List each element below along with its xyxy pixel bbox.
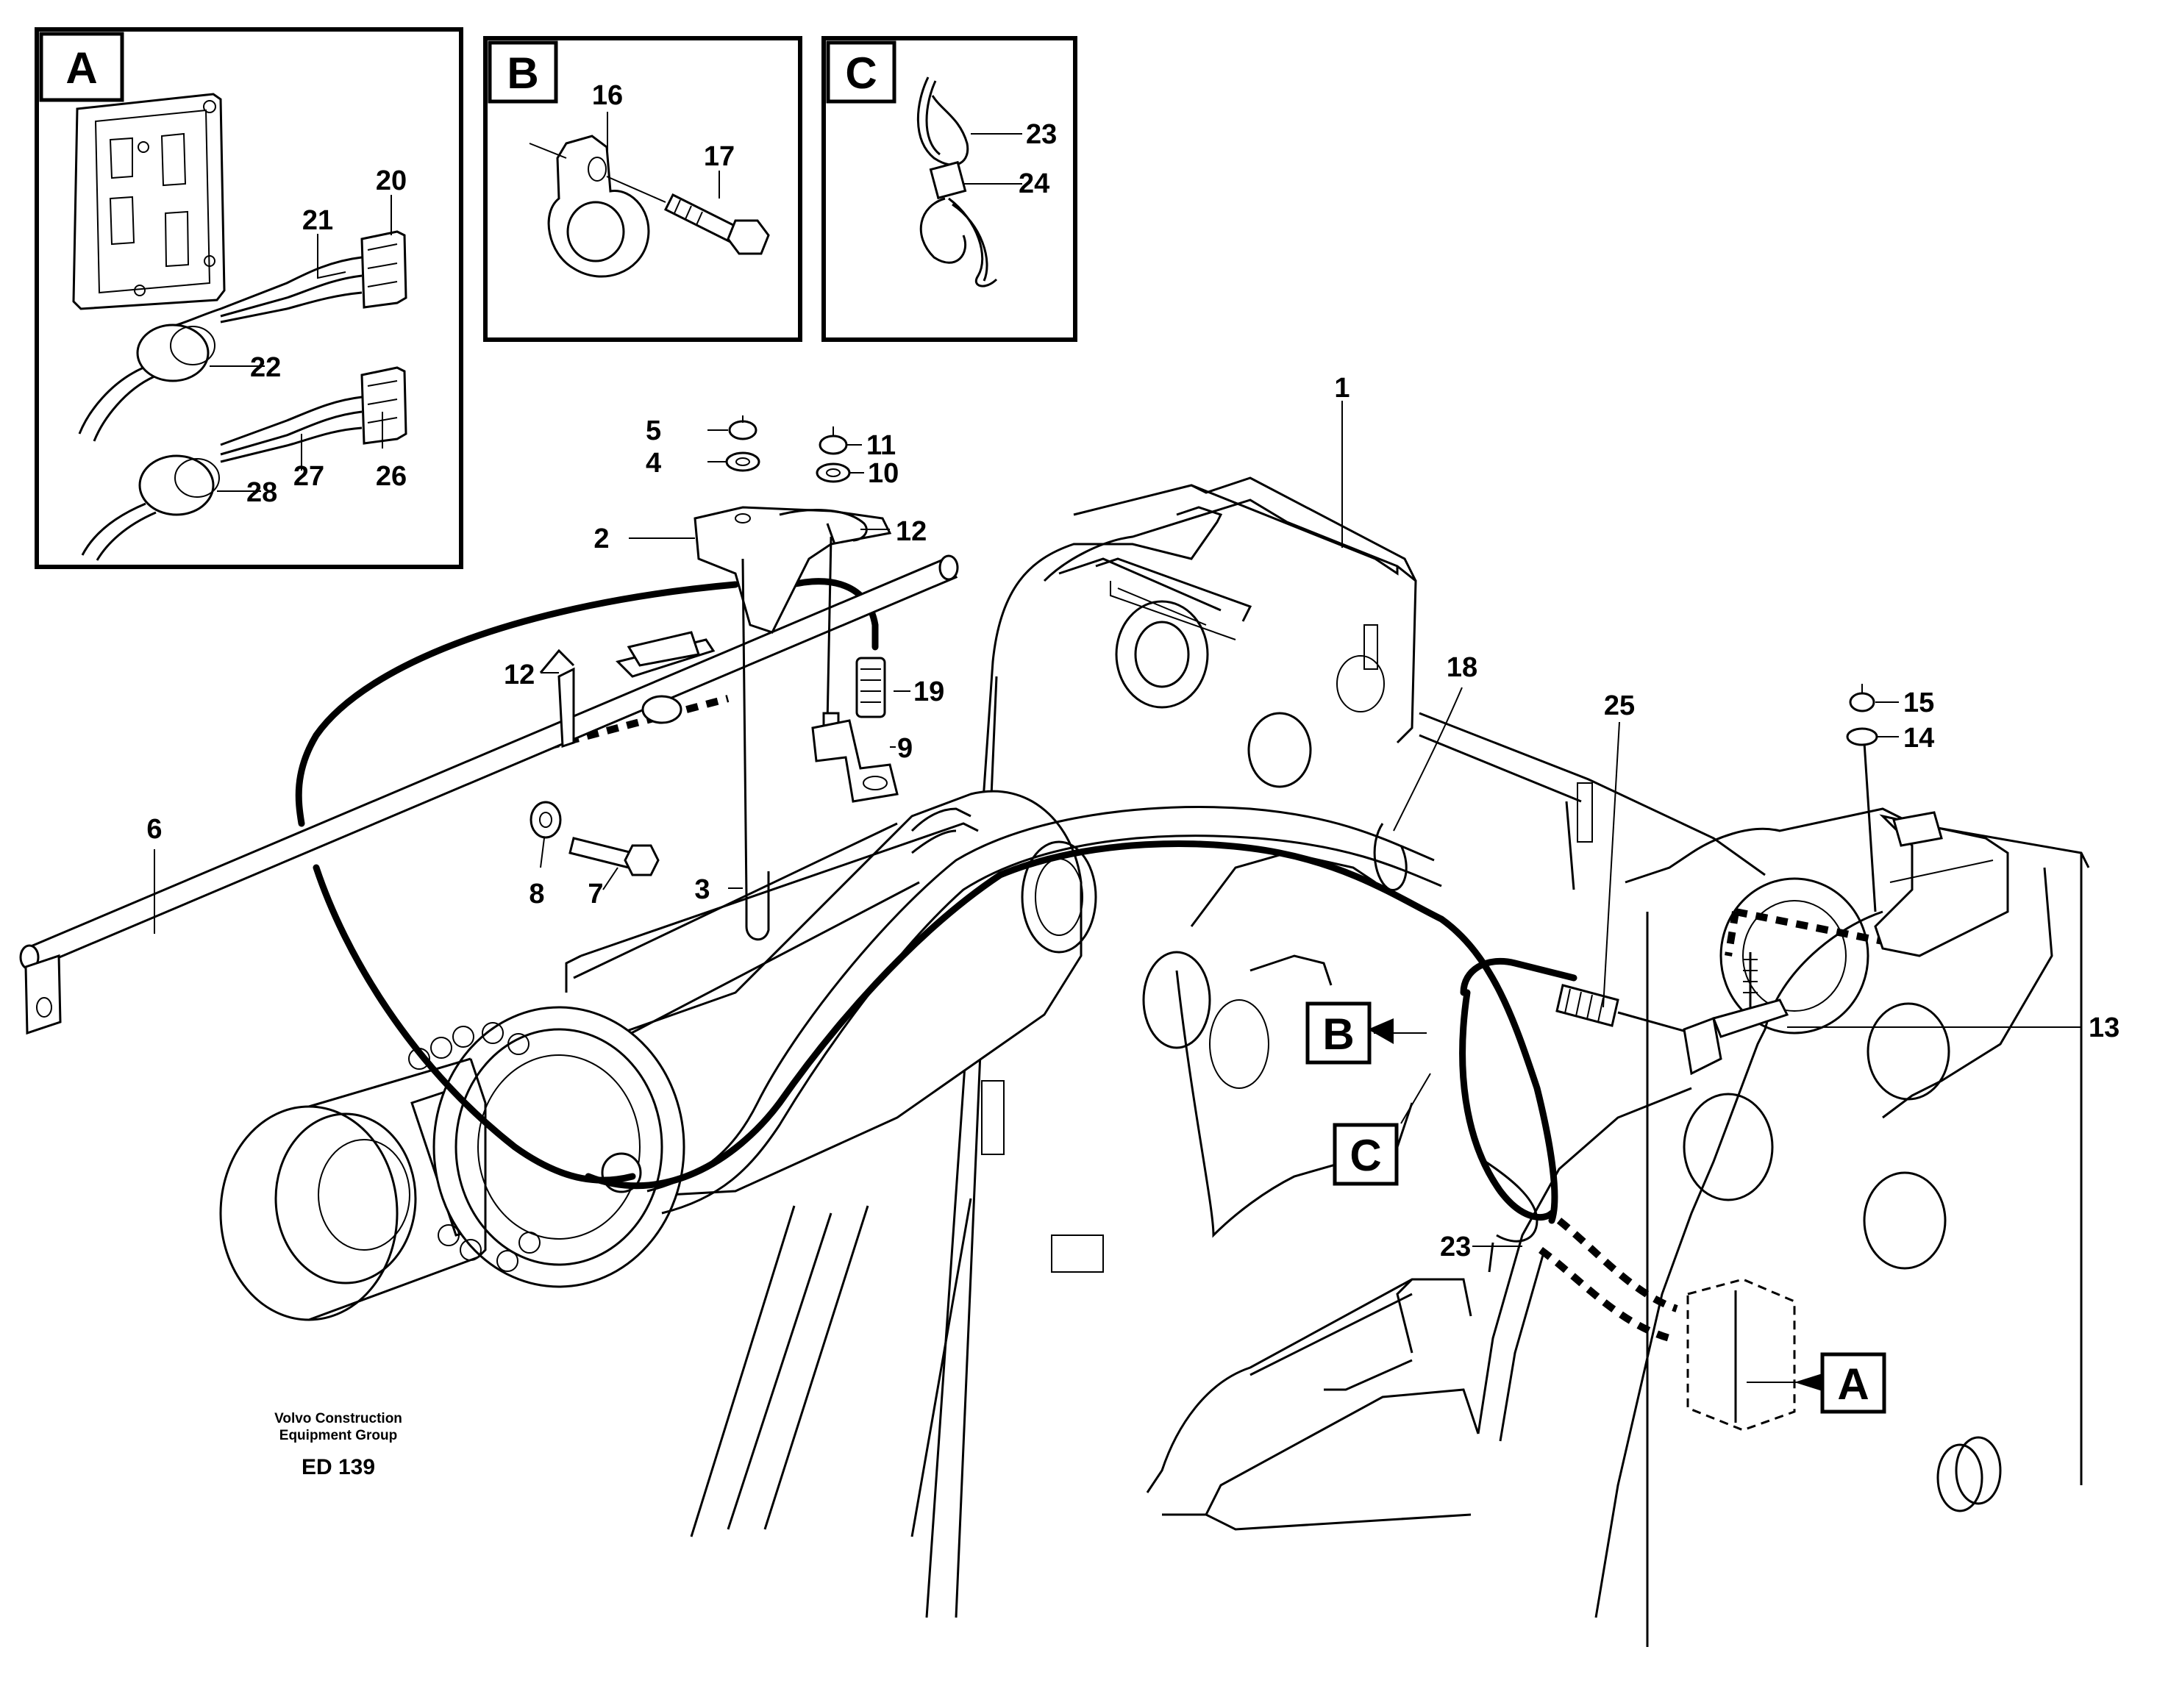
callout-17: 17: [704, 141, 735, 172]
p-clamp-drawing: [529, 135, 650, 278]
hydraulic-hose: [646, 806, 1442, 1215]
clamp-13: [1683, 952, 1789, 1076]
callout-10: 10: [868, 458, 899, 489]
inset-b-letter: B: [507, 49, 538, 98]
callout-18: 18: [1447, 652, 1477, 683]
inset-c-letter: C: [845, 49, 877, 98]
callout-26: 26: [376, 461, 407, 492]
callout-4: 4: [646, 448, 661, 479]
callout-8: 8: [529, 879, 544, 910]
detail-ref-b: B: [1305, 1001, 1372, 1065]
cable-tie-23: [1485, 1160, 1539, 1273]
cable-tie-18: [1373, 823, 1408, 891]
callout-23-inset: 23: [1026, 119, 1057, 150]
bracket-9: [811, 719, 899, 803]
callout-11: 11: [866, 430, 896, 461]
callout-1: 1: [1334, 373, 1350, 404]
detail-ref-a-label: A: [1837, 1359, 1869, 1409]
inset-a: A: [35, 27, 463, 569]
inset-b: B 16 17: [483, 36, 802, 342]
callout-20: 20: [376, 165, 407, 196]
nut-5-washer-4: [725, 415, 760, 472]
inset-b-letter-box: [488, 40, 558, 104]
boom-frame: [690, 476, 2090, 1647]
callout-7: 7: [588, 879, 603, 910]
callout-12-top: 12: [896, 516, 927, 547]
inset-a-letter-box: [39, 32, 124, 102]
u-bolt-3: [745, 871, 770, 941]
callout-3: 3: [694, 874, 710, 905]
callout-14: 14: [1903, 723, 1934, 754]
callout-21: 21: [302, 205, 333, 236]
callout-12-left: 12: [504, 660, 535, 690]
bolt-7: [568, 837, 660, 876]
callout-27: 27: [293, 461, 324, 492]
callout-22: 22: [250, 352, 281, 383]
callout-16: 16: [592, 80, 623, 111]
inset-c-letter-box: [826, 40, 896, 104]
nut-11-washer-10: [816, 426, 851, 483]
callout-leaders: [154, 401, 2081, 1383]
connector-25: [1555, 984, 1692, 1035]
plug-assembly-upper: [78, 230, 407, 442]
callout-23-main: 23: [1440, 1232, 1471, 1262]
connector-box-dashed: [1686, 1278, 1796, 1432]
credit-line-2: Equipment Group: [279, 1428, 397, 1443]
detail-ref-c: C: [1333, 1123, 1399, 1186]
callout-5: 5: [646, 415, 661, 446]
credit-line-1: Volvo Construction: [274, 1411, 402, 1426]
callout-2: 2: [593, 524, 609, 554]
support-rod: [19, 554, 959, 1035]
callout-28: 28: [246, 477, 277, 508]
callout-19: 19: [913, 676, 944, 707]
callout-13: 13: [2089, 1012, 2119, 1043]
callout-9: 9: [897, 733, 913, 764]
bracket-2: [539, 506, 892, 898]
callout-25: 25: [1604, 690, 1635, 721]
plug-assembly-lower: [81, 366, 407, 561]
washer-8: [530, 801, 562, 839]
callout-6: 6: [146, 814, 162, 845]
cable-tie-drawing: [916, 76, 998, 287]
bolt-17-drawing: [606, 176, 770, 255]
callout-15: 15: [1903, 687, 1934, 718]
detail-ref-c-label: C: [1350, 1131, 1381, 1180]
callout-24: 24: [1019, 168, 1049, 199]
inset-c: C 23 24: [821, 36, 1077, 342]
sensor-19: [822, 657, 886, 744]
right-bracket: [1846, 684, 2009, 957]
inset-a-letter: A: [65, 43, 97, 93]
drawing-code: ED 139: [302, 1455, 375, 1479]
detail-ref-a: A: [1820, 1352, 1886, 1414]
arrow-to-b: [1368, 1018, 1394, 1044]
connector-housing-drawing: [72, 93, 226, 310]
arrow-to-a: [1794, 1373, 1822, 1391]
detail-ref-b-label: B: [1322, 1010, 1354, 1059]
